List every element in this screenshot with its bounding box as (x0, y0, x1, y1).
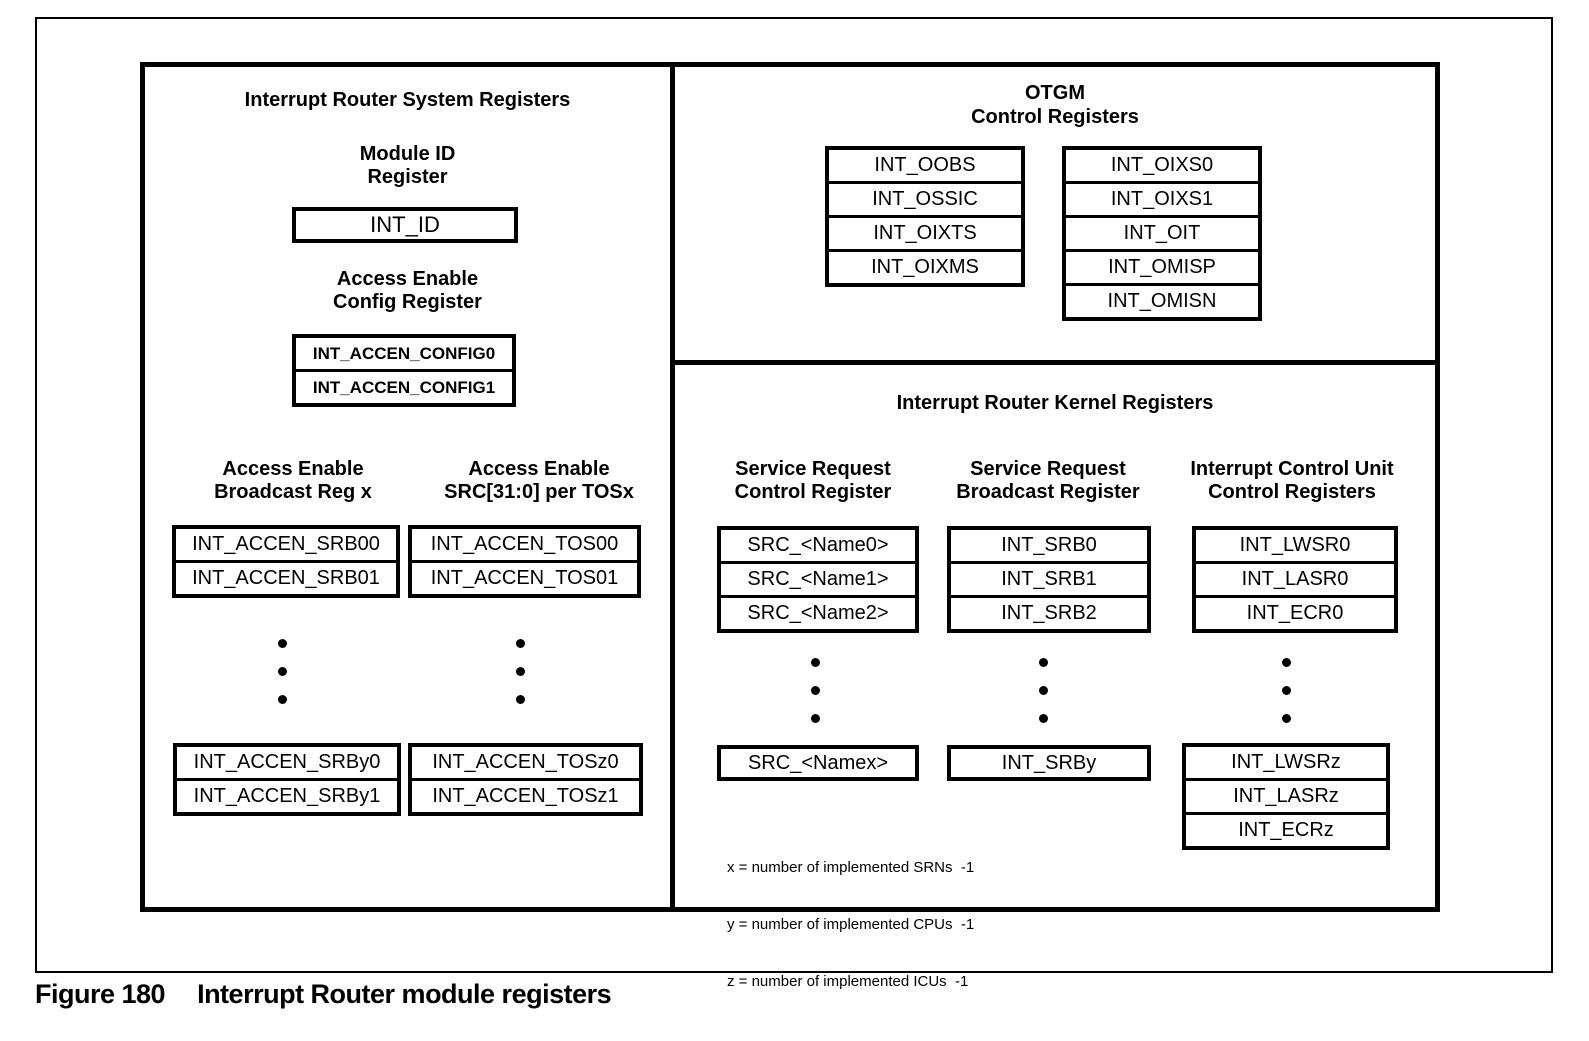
register-cell: INT_OIXTS (829, 215, 1021, 249)
register-cell: INT_OMISN (1066, 283, 1258, 317)
otgm-registers-col-a: INT_OOBS INT_OSSIC INT_OIXTS INT_OIXMS (825, 146, 1025, 287)
note-x: x = number of implemented SRNs -1 (727, 859, 975, 876)
register-cell: INT_OOBS (874, 154, 976, 176)
register-cell: INT_LASRz (1186, 778, 1386, 812)
system-section-title: Interrupt Router System Registers (244, 89, 571, 111)
register-cell: INT_ACCEN_TOS01 (412, 560, 637, 594)
kernel-registers-section: Interrupt Router Kernel Registers Servic… (670, 360, 1440, 990)
icu-control-header: Interrupt Control Unit Control Registers (1190, 458, 1394, 503)
register-cell: INT_SRB1 (951, 561, 1147, 595)
register-cell: SRC_<Namex> (747, 751, 889, 774)
src-registers-top: SRC_<Name0> SRC_<Name1> SRC_<Name2> (717, 526, 919, 633)
register-cell: INT_OIT (1066, 215, 1258, 249)
srb-register-bottom: INT_SRBy (947, 745, 1151, 781)
figure-caption-title: Interrupt Router module registers (197, 979, 612, 1009)
ellipsis-dots (277, 639, 287, 704)
register-cell: INT_ID (370, 212, 440, 237)
register-cell: INT_ECRz (1186, 812, 1386, 846)
otgm-registers-col-b: INT_OIXS0 INT_OIXS1 INT_OIT INT_OMISP IN… (1062, 146, 1262, 321)
register-cell: INT_LASR0 (1196, 561, 1394, 595)
register-cell: INT_SRB2 (951, 595, 1147, 629)
note-y: y = number of implemented CPUs -1 (727, 916, 975, 933)
otgm-section-title: OTGM Control Registers (971, 82, 1139, 128)
accen-tos-registers-top: INT_ACCEN_TOS00 INT_ACCEN_TOS01 (408, 525, 641, 598)
register-cell: INT_OIXMS (829, 249, 1021, 283)
module-id-header: Module ID Register (359, 143, 456, 188)
register-cell: INT_ACCEN_TOSz1 (412, 778, 639, 812)
accen-config-header: Access Enable Config Register (333, 268, 482, 313)
system-registers-section: Interrupt Router System Registers Module… (140, 62, 675, 912)
icu-registers-bottom: INT_LWSRz INT_LASRz INT_ECRz (1182, 743, 1390, 850)
register-cell: SRC_<Name0> (747, 534, 889, 556)
register-cell: INT_OIXS1 (1066, 181, 1258, 215)
accen-config-registers: INT_ACCEN_CONFIG0 INT_ACCEN_CONFIG1 (292, 334, 516, 407)
accen-srb-registers-top: INT_ACCEN_SRB00 INT_ACCEN_SRB01 (172, 525, 400, 598)
register-cell: INT_OSSIC (829, 181, 1021, 215)
figure-frame (35, 17, 1553, 973)
register-cell: INT_LWSR0 (1239, 534, 1351, 556)
register-cell: INT_ACCEN_TOSz0 (432, 751, 619, 773)
note-z: z = number of implemented ICUs -1 (727, 973, 969, 990)
accen-broadcast-header: Access Enable Broadcast Reg x (214, 458, 372, 503)
register-cell: INT_ACCEN_SRBy0 (193, 751, 381, 773)
ellipsis-dots (515, 639, 525, 704)
icu-registers-top: INT_LWSR0 INT_LASR0 INT_ECR0 (1192, 526, 1398, 633)
register-cell: SRC_<Name1> (721, 561, 915, 595)
register-cell: INT_LWSRz (1231, 751, 1341, 773)
src-control-header: Service Request Control Register (734, 458, 892, 503)
kernel-section-title: Interrupt Router Kernel Registers (896, 392, 1214, 414)
register-cell: INT_ACCEN_CONFIG1 (296, 369, 512, 403)
ellipsis-dots (1038, 658, 1048, 723)
srb-broadcast-header: Service Request Broadcast Register (956, 458, 1140, 503)
register-cell: INT_SRBy (1001, 751, 1097, 774)
figure-caption: Figure 180 Interrupt Router module regist… (35, 979, 612, 1010)
register-cell: INT_SRB0 (1001, 534, 1097, 556)
accen-srb-registers-bottom: INT_ACCEN_SRBy0 INT_ACCEN_SRBy1 (173, 743, 401, 816)
module-id-register-box: INT_ID (292, 207, 518, 243)
register-cell: INT_ACCEN_CONFIG0 (312, 343, 496, 363)
register-cell: SRC_<Name2> (721, 595, 915, 629)
register-cell: INT_ACCEN_TOS00 (430, 533, 619, 555)
register-cell: INT_ECR0 (1196, 595, 1394, 629)
figure-caption-label: Figure 180 (35, 979, 166, 1009)
ellipsis-dots (1281, 658, 1291, 723)
accen-tos-header: Access Enable SRC[31:0] per TOSx (444, 458, 634, 503)
srb-registers-top: INT_SRB0 INT_SRB1 INT_SRB2 (947, 526, 1151, 633)
register-cell: INT_ACCEN_SRB01 (176, 560, 396, 594)
otgm-registers-section: OTGM Control Registers INT_OOBS INT_OSSI… (670, 62, 1440, 365)
src-register-bottom: SRC_<Namex> (717, 745, 919, 781)
ellipsis-dots (810, 658, 820, 723)
variable-notes: x = number of implemented SRNs -1 y = nu… (727, 820, 974, 1029)
register-cell: INT_ACCEN_SRBy1 (177, 778, 397, 812)
accen-tos-registers-bottom: INT_ACCEN_TOSz0 INT_ACCEN_TOSz1 (408, 743, 643, 816)
register-cell: INT_OIXS0 (1110, 154, 1214, 176)
register-cell: INT_ACCEN_SRB00 (192, 533, 380, 555)
register-cell: INT_OMISP (1066, 249, 1258, 283)
